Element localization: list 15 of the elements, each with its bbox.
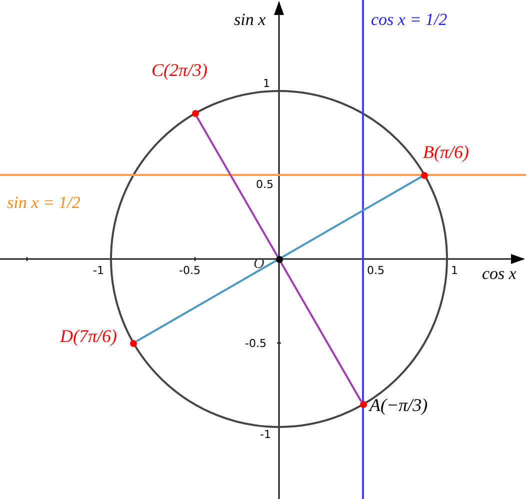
tick-label: -0.5 [244,337,268,350]
point-label: B(π/6) [422,142,469,162]
equation-label: cos x [481,264,518,284]
tick-label: 0.5 [255,178,274,192]
point-label: D(7π/6) [60,326,118,346]
equation-label: sin x [233,10,267,30]
equation-label: cos x = 1/2 [370,10,448,30]
line-segment [196,116,362,402]
tick-label: 0.5 [366,264,386,278]
point-label: C(2π/3) [152,60,208,81]
point-label: A(−π/3) [370,394,428,416]
tick-label: -0.5 [178,264,202,278]
line-segment [136,176,422,342]
equation-label: sin x = 1/2 [6,193,82,214]
point-label: O [254,256,264,272]
